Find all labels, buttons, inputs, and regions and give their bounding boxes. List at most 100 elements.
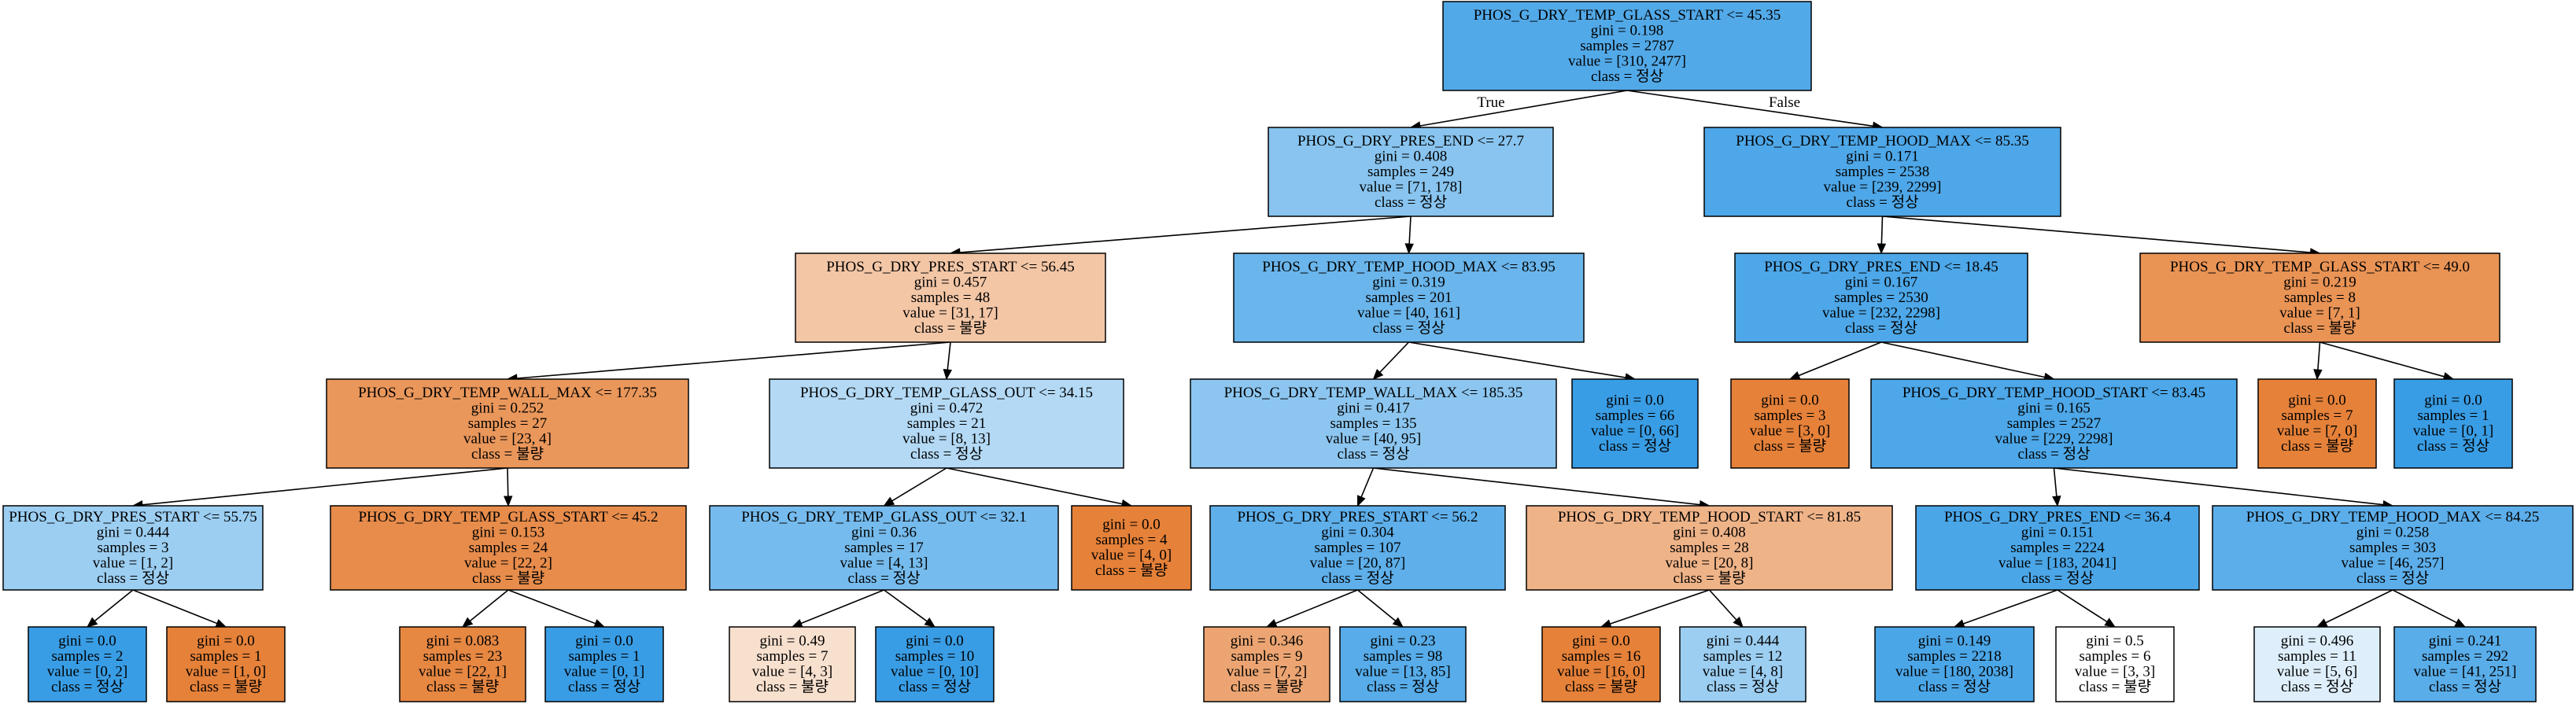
node-line: samples = 201 bbox=[1366, 289, 1452, 306]
node-line: value = [0, 2] bbox=[47, 664, 128, 680]
node-line: value = [20, 87] bbox=[1310, 555, 1406, 571]
tree-node-n27: PHOS_G_DRY_TEMP_HOOD_START <= 83.45gini … bbox=[1870, 378, 2238, 469]
node-box bbox=[1734, 252, 2028, 343]
node-line: class = 정상 bbox=[1846, 194, 1918, 211]
arrowhead-n20-n22 bbox=[1733, 616, 1744, 628]
node-line: class = 불량 bbox=[190, 678, 262, 695]
node-line: gini = 0.0 bbox=[2424, 393, 2482, 409]
node-line: samples = 3 bbox=[1755, 407, 1826, 424]
node-line: class = 정상 bbox=[1375, 194, 1447, 211]
node-line: value = [0, 66] bbox=[1591, 423, 1679, 440]
node-box bbox=[729, 626, 856, 702]
node-line: gini = 0.304 bbox=[1321, 524, 1394, 540]
node-line: value = [232, 2298] bbox=[1822, 304, 1940, 321]
node-line: value = [46, 257] bbox=[2341, 555, 2444, 571]
node-line: value = [7, 2] bbox=[1227, 664, 1308, 680]
edge-n25-n27 bbox=[1880, 341, 2045, 378]
node-line: class = 불량 bbox=[1754, 437, 1826, 455]
node-box bbox=[1442, 1, 1812, 91]
node-line: samples = 107 bbox=[1315, 540, 1401, 556]
node-line: gini = 0.252 bbox=[471, 400, 544, 416]
node-line: samples = 28 bbox=[1670, 540, 1748, 556]
node-line: PHOS_G_DRY_TEMP_HOOD_MAX <= 83.95 bbox=[1262, 259, 1555, 275]
node-line: class = 불량 bbox=[756, 678, 829, 695]
edge-n17-n18 bbox=[1275, 589, 1358, 625]
node-line: class = 불량 bbox=[1565, 678, 1637, 695]
node-line: samples = 11 bbox=[2278, 648, 2356, 665]
arrowhead-n27-n28 bbox=[2052, 496, 2061, 507]
node-line: samples = 12 bbox=[1703, 648, 1782, 665]
node-line: gini = 0.408 bbox=[1375, 148, 1448, 164]
node-line: class = 정상 bbox=[2356, 569, 2429, 587]
node-box bbox=[1339, 626, 1467, 702]
node-box bbox=[1870, 378, 2238, 469]
node-line: samples = 2538 bbox=[1836, 164, 1929, 180]
node-line: PHOS_G_DRY_TEMP_HOOD_START <= 81.85 bbox=[1558, 509, 1861, 525]
true-edge-label: True bbox=[1477, 94, 1504, 111]
tree-node-n20: PHOS_G_DRY_TEMP_HOOD_START <= 81.85gini … bbox=[1526, 505, 1893, 591]
node-line: samples = 249 bbox=[1367, 164, 1454, 180]
node-line: gini = 0.241 bbox=[2429, 633, 2502, 650]
node-line: value = [4, 13] bbox=[840, 555, 928, 571]
node-line: value = [183, 2041] bbox=[1998, 555, 2117, 571]
arrowhead-n17-n19 bbox=[1392, 617, 1404, 628]
edge-n20-n22 bbox=[1708, 589, 1737, 621]
edge-n34-n35 bbox=[2317, 341, 2321, 370]
arrowhead-n7-n9 bbox=[593, 619, 606, 628]
node-line: class = 정상 bbox=[1707, 678, 1779, 695]
edge-n31-n32 bbox=[2325, 589, 2393, 624]
node-line: class = 불량 bbox=[2283, 319, 2356, 337]
node-line: samples = 2530 bbox=[1834, 289, 1928, 306]
node-line: samples = 7 bbox=[2282, 407, 2353, 424]
node-line: gini = 0.346 bbox=[1231, 633, 1304, 650]
node-line: class = 정상 bbox=[97, 569, 169, 587]
node-line: gini = 0.0 bbox=[1761, 393, 1819, 409]
node-line: value = [71, 178] bbox=[1359, 179, 1462, 195]
node-box bbox=[2393, 626, 2537, 702]
node-line: samples = 1 bbox=[569, 648, 640, 665]
node-line: samples = 21 bbox=[907, 415, 986, 432]
node-box bbox=[2055, 626, 2175, 702]
node-line: gini = 0.167 bbox=[1845, 274, 1918, 290]
node-line: class = 정상 bbox=[568, 678, 640, 695]
node-line: gini = 0.319 bbox=[1372, 274, 1445, 290]
node-line: PHOS_G_DRY_PRES_START <= 56.45 bbox=[826, 259, 1075, 275]
node-line: class = 정상 bbox=[910, 445, 983, 463]
edge-n25-n26 bbox=[1798, 341, 1882, 377]
node-line: PHOS_G_DRY_TEMP_HOOD_MAX <= 85.35 bbox=[1736, 133, 2028, 149]
node-line: gini = 0.219 bbox=[2283, 274, 2356, 290]
node-line: class = 정상 bbox=[1321, 569, 1393, 587]
edge-n3-n7 bbox=[507, 467, 509, 497]
node-line: value = [239, 2299] bbox=[1823, 179, 1941, 195]
node-box bbox=[1915, 505, 2200, 591]
node-box bbox=[2253, 626, 2381, 702]
edge-n1-n15 bbox=[1408, 216, 1412, 245]
node-line: class = 불량 bbox=[1095, 562, 1168, 579]
edge-n27-n31 bbox=[2054, 467, 2384, 506]
node-box bbox=[1874, 626, 2035, 702]
arrowhead-n4-n5 bbox=[86, 617, 98, 628]
edge-n0-n1 bbox=[1419, 90, 1628, 127]
edge-n4-n5 bbox=[94, 589, 134, 622]
node-box bbox=[330, 505, 687, 591]
node-line: gini = 0.151 bbox=[2021, 524, 2094, 540]
node-box bbox=[1268, 127, 1554, 217]
node-line: class = 정상 bbox=[51, 678, 124, 695]
node-line: gini = 0.0 bbox=[197, 633, 255, 650]
node-line: PHOS_G_DRY_TEMP_WALL_MAX <= 177.35 bbox=[358, 385, 657, 401]
node-line: samples = 3 bbox=[98, 540, 169, 556]
node-line: gini = 0.171 bbox=[1846, 148, 1919, 164]
node-line: class = 정상 bbox=[1367, 678, 1439, 695]
